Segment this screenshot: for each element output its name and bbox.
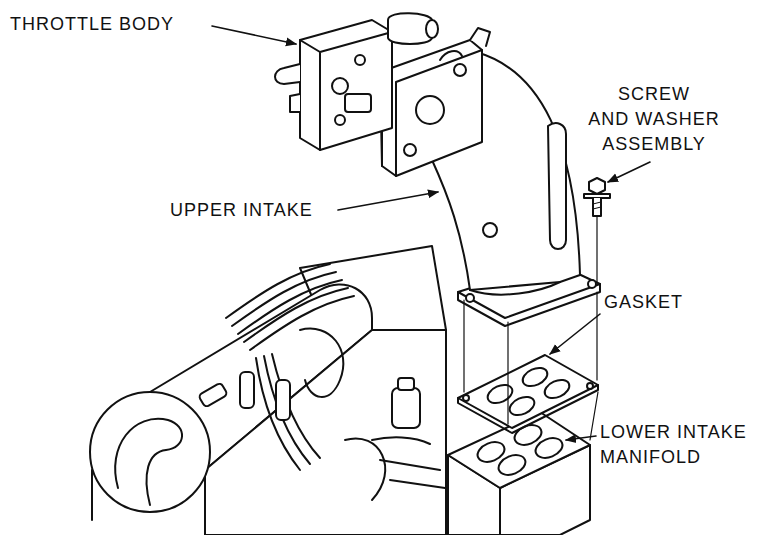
injector — [372, 378, 445, 488]
gasket — [587, 383, 593, 389]
injector — [392, 388, 420, 428]
upper-intake — [588, 280, 596, 288]
throttle-body — [332, 78, 348, 94]
part-label: THROTTLE BODY — [10, 12, 174, 37]
screw — [589, 178, 605, 194]
leader-line — [566, 436, 596, 440]
leader-line — [608, 162, 650, 182]
flange-plate — [404, 144, 416, 156]
throttle-body — [426, 20, 438, 38]
gasket — [542, 376, 572, 401]
flange-plate — [382, 50, 482, 176]
gasket — [485, 381, 515, 406]
leader-line — [212, 26, 650, 440]
engine-body — [198, 382, 228, 407]
part-label: SCREWAND WASHERASSEMBLY — [588, 82, 719, 157]
upper-intake — [458, 284, 600, 326]
part-label: GASKET — [604, 290, 683, 315]
upper-intake — [470, 282, 560, 295]
spark-plug-wires — [250, 296, 354, 350]
spark-plug-wires — [240, 372, 254, 408]
alignment-line — [507, 322, 508, 424]
engine-body — [91, 470, 93, 520]
injector — [372, 437, 430, 444]
lower-intake-manifold — [496, 451, 529, 478]
gasket — [458, 385, 598, 433]
flange-plate — [380, 28, 490, 176]
part-label: UPPER INTAKE — [170, 198, 313, 223]
screw — [584, 178, 610, 216]
throttle-body — [300, 20, 392, 150]
injector — [398, 378, 414, 390]
flange-plate — [416, 96, 444, 124]
screw — [593, 198, 601, 216]
flange-plate — [380, 40, 482, 176]
throttle-body — [275, 64, 300, 84]
part-label: LOWER INTAKEMANIFOLD — [600, 420, 747, 470]
injector — [380, 460, 445, 488]
throttle-body — [275, 13, 438, 150]
flange-plate — [470, 28, 490, 46]
alignment-line — [596, 292, 597, 380]
alignment-line — [590, 392, 598, 440]
alignment-line — [596, 216, 597, 282]
spark-plug-wires — [226, 264, 385, 500]
leader-line — [338, 192, 438, 210]
spark-plug-wires — [272, 354, 320, 458]
spark-plug-wires — [232, 272, 336, 326]
spark-plug-wires — [238, 280, 342, 334]
upper-intake — [483, 223, 497, 237]
spark-plug-wires — [276, 380, 290, 420]
screw — [593, 202, 601, 209]
throttle-body — [345, 94, 371, 112]
flange-plate — [454, 64, 466, 76]
engine-body — [90, 392, 210, 512]
flange-plate — [440, 51, 462, 60]
leader-line — [550, 314, 600, 354]
gasket — [458, 355, 598, 433]
gasket — [507, 393, 537, 418]
engine-body — [205, 330, 446, 535]
gasket — [520, 364, 550, 389]
spark-plug-wires — [300, 329, 343, 397]
throttle-body — [335, 115, 345, 125]
alignment-line — [463, 300, 464, 392]
gasket — [458, 355, 598, 428]
upper-intake — [548, 123, 566, 249]
leader-line — [212, 26, 296, 44]
spark-plug-wires — [345, 438, 385, 500]
upper-intake — [466, 294, 474, 302]
throttle-body — [290, 94, 300, 112]
engine-body — [115, 419, 182, 505]
throttle-body — [300, 32, 392, 150]
engine-body — [90, 246, 446, 535]
throttle-body — [355, 55, 365, 65]
screw — [584, 194, 610, 198]
spark-plug-wires — [264, 356, 310, 464]
lower-intake-manifold — [533, 434, 566, 461]
gasket — [463, 395, 469, 401]
spark-plug-wires — [244, 288, 348, 342]
